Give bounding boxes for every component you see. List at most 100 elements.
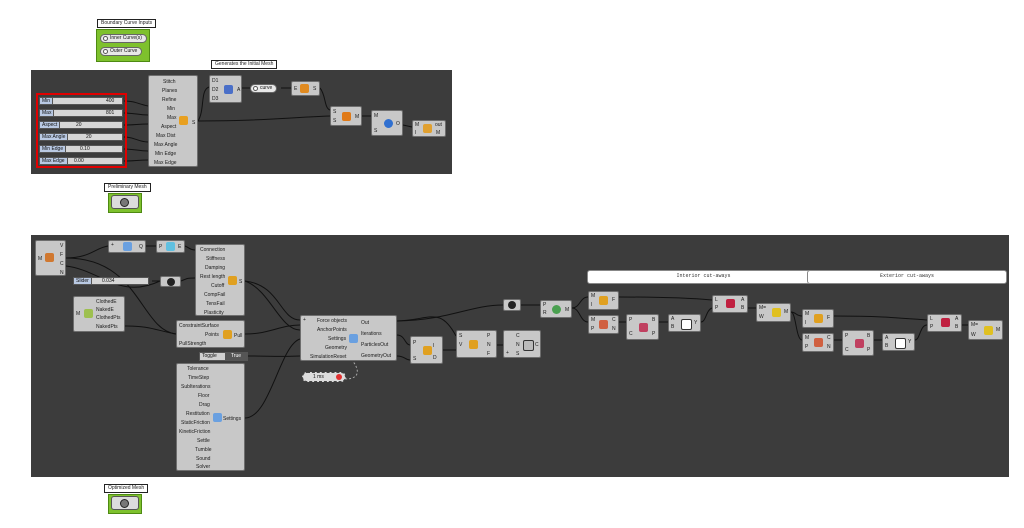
exterior-weld-component[interactable]: M= W M (968, 320, 1003, 340)
interior-dispatch-output-b[interactable]: B (741, 305, 745, 311)
boundary-curves-group[interactable]: Inner Curve(s) Outer Curve (96, 29, 150, 62)
naked-output-clothedpts[interactable]: ClothedPts (96, 315, 121, 321)
pull-input-pullstrength[interactable]: PullStrength (179, 341, 207, 347)
inner-curves-param[interactable]: Inner Curve(s) (100, 34, 147, 43)
closest-input-n[interactable]: N (516, 342, 520, 348)
evaluate-input-r[interactable]: R (543, 310, 547, 316)
preliminary-mesh-param[interactable] (111, 195, 139, 209)
interior-dispatch-input-p[interactable]: P (715, 305, 719, 311)
exterior-split-output-c[interactable]: C (827, 335, 831, 341)
curve-param[interactable]: curve (250, 84, 278, 93)
mesh-out-component[interactable]: M I out M (412, 120, 446, 137)
mesher-output-s[interactable]: S (192, 120, 196, 126)
mesh-surface-input-s[interactable]: S (333, 109, 337, 115)
mesher-input-refine[interactable]: Refine (162, 97, 177, 103)
toggle-value[interactable]: True (225, 353, 247, 360)
interior-split-component[interactable]: M P C N (588, 315, 619, 334)
mesh-from-points-component[interactable]: P S I D (410, 336, 443, 364)
mesh-surface-component[interactable]: S S M (330, 106, 362, 126)
d3-input[interactable]: D3 (212, 96, 219, 102)
settings-input-settle[interactable]: Settle (197, 438, 210, 444)
lines-output-e[interactable]: E (178, 244, 182, 250)
exterior-dispatch-output-b[interactable]: B (955, 324, 959, 330)
naked-edges-component[interactable]: M ClothedE NakedE ClothedPts NakedPts (73, 296, 125, 332)
mesher-input-min-edge[interactable]: Min Edge (155, 151, 177, 157)
settings-input-timestep[interactable]: TimeStep (188, 375, 210, 381)
preliminary-mesh-group[interactable] (108, 193, 142, 213)
deconstruct-input-m[interactable]: M (38, 256, 43, 262)
mesher-input-max-edge[interactable]: Max Edge (154, 160, 177, 166)
interior-deform-output-b[interactable]: B (652, 317, 656, 323)
mesh-out-input-i[interactable]: I (415, 130, 417, 136)
interior-deform-input-c[interactable]: C (629, 331, 633, 337)
exterior-dispatch-input-p[interactable]: P (930, 324, 934, 330)
edges-output-q[interactable]: Q (139, 244, 143, 250)
solver-input-settings[interactable]: Settings (328, 336, 347, 342)
springs-input-plasticity[interactable]: Plasticity (204, 310, 224, 316)
construct-output-f[interactable]: F (487, 351, 491, 357)
mesh-generator-component[interactable]: Stitch Planes Refine Min Max Aspect Max … (148, 75, 198, 167)
exterior-split-input-p[interactable]: P (805, 344, 809, 350)
solver-input-simulationreset[interactable]: SimulationReset (310, 354, 347, 360)
exterior-dispatch-output-a[interactable]: A (955, 316, 959, 322)
springs-input-damping[interactable]: Damping (205, 265, 226, 271)
evaluate-input-p[interactable]: P (543, 302, 547, 308)
construct-input-s[interactable]: S (459, 333, 463, 339)
settings-input-sound[interactable]: Sound (196, 456, 211, 462)
exterior-deform-output-b[interactable]: B (867, 333, 871, 339)
closest-add-input[interactable]: + (506, 350, 509, 356)
interior-weld-component[interactable]: M= W M (756, 303, 791, 322)
d2-input[interactable]: D2 (212, 87, 219, 93)
solver-input-anchorpoints[interactable]: AnchorPoints (317, 327, 347, 333)
exterior-deform-input-c[interactable]: C (845, 347, 849, 353)
edges-add-input[interactable]: + (111, 242, 114, 248)
surface-component[interactable]: E S (291, 81, 320, 96)
exterior-split-input-m[interactable]: M (805, 335, 810, 341)
solver-output-out[interactable]: Out (361, 320, 370, 326)
mesher-input-stitch[interactable]: Stitch (163, 79, 176, 85)
interior-dispatch-output-a[interactable]: A (741, 297, 745, 303)
preview-component[interactable]: M S O (371, 110, 403, 136)
slider-min[interactable]: Min 400 (39, 97, 123, 105)
deconstruct-output-v[interactable]: V (60, 243, 64, 249)
interior-equal-output[interactable]: Y (694, 320, 698, 326)
d-points-component[interactable]: D1 D2 D3 A (209, 75, 242, 103)
slider-aspect[interactable]: Aspect 20 (39, 121, 123, 129)
solver-output-iterations[interactable]: Iterations (361, 331, 382, 337)
construct-input-v[interactable]: V (459, 342, 463, 348)
mesher-input-min[interactable]: Min (167, 106, 176, 112)
exterior-split-output-n[interactable]: N (827, 344, 831, 350)
springs-input-rest-length[interactable]: Rest length (200, 274, 226, 280)
interior-extrude-input-i[interactable]: I (591, 302, 593, 308)
preview-input-m[interactable]: M (374, 113, 379, 119)
exterior-equal-input-a[interactable]: A (885, 335, 889, 341)
mesher-input-max-dist[interactable]: Max Dist (156, 133, 176, 139)
naked-output-nakedpts[interactable]: NakedPts (96, 324, 118, 330)
exterior-equal-component[interactable]: A B Y (882, 333, 915, 351)
optimized-mesh-group[interactable] (108, 494, 142, 514)
naked-output-clothede[interactable]: ClothedE (96, 299, 117, 305)
naked-output-nakede[interactable]: NakedE (96, 307, 114, 313)
mesher-input-planes[interactable]: Planes (162, 88, 178, 94)
mesh-out-output-out[interactable]: out (435, 122, 442, 128)
exterior-deform-component[interactable]: P C B P (842, 330, 874, 356)
exterior-equal-input-b[interactable]: B (885, 343, 889, 349)
solver-output-particlesout[interactable]: ParticlesOut (361, 342, 389, 348)
springs-input-stiffness[interactable]: Stiffness (206, 256, 226, 262)
mesh-surface-input-s2[interactable]: S (333, 118, 337, 124)
deconstruct-mesh-component[interactable]: M V F C N (35, 240, 66, 276)
interior-dispatch-input-l[interactable]: L (715, 297, 718, 303)
solver-input-geometry[interactable]: Geometry (325, 345, 347, 351)
mesh-points-output-d[interactable]: D (433, 355, 437, 361)
exterior-weld-input-w[interactable]: W (971, 332, 976, 338)
exterior-weld-output-m[interactable]: M (996, 327, 1001, 333)
pull-output[interactable]: Pull (234, 333, 243, 339)
pull-to-surface-component[interactable]: ConstraintSurface Points PullStrength Pu… (176, 320, 245, 348)
exterior-dispatch-input-l[interactable]: L (930, 316, 933, 322)
mesh-points-output-i[interactable]: I (433, 343, 435, 349)
exterior-dispatch-component[interactable]: L P A B (927, 314, 962, 332)
evaluate-component[interactable]: P R M (540, 300, 572, 318)
mesh-points-input-p[interactable]: P (413, 340, 417, 346)
mesh-surface-output-m[interactable]: M (355, 114, 360, 120)
evaluate-output-m[interactable]: M (565, 307, 570, 313)
